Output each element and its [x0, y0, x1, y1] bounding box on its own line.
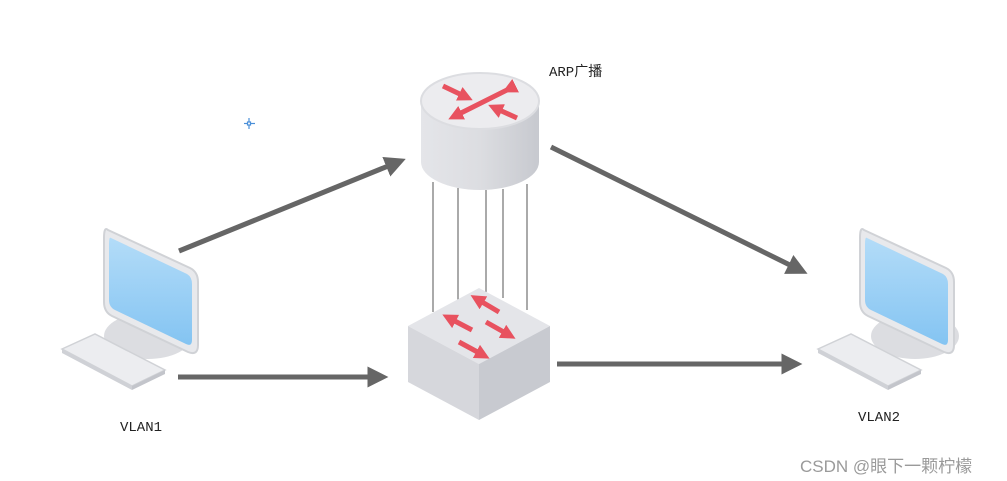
pc-right-label: VLAN2 [858, 410, 901, 426]
computer-left-icon[interactable] [60, 228, 199, 390]
arrow-pc-left-to-router [178, 157, 406, 254]
crosshair-icon [244, 118, 255, 129]
arrow-router-to-pc-right [549, 144, 808, 274]
pc-left-label: VLAN1 [120, 420, 163, 436]
switch-icon[interactable] [408, 288, 550, 420]
computer-right-icon[interactable] [816, 228, 959, 390]
trunk-links [432, 182, 528, 312]
router-icon[interactable] [420, 72, 540, 190]
watermark: CSDN @眼下一颗柠檬 [800, 457, 973, 476]
router-label: ARP广播 [549, 65, 603, 81]
